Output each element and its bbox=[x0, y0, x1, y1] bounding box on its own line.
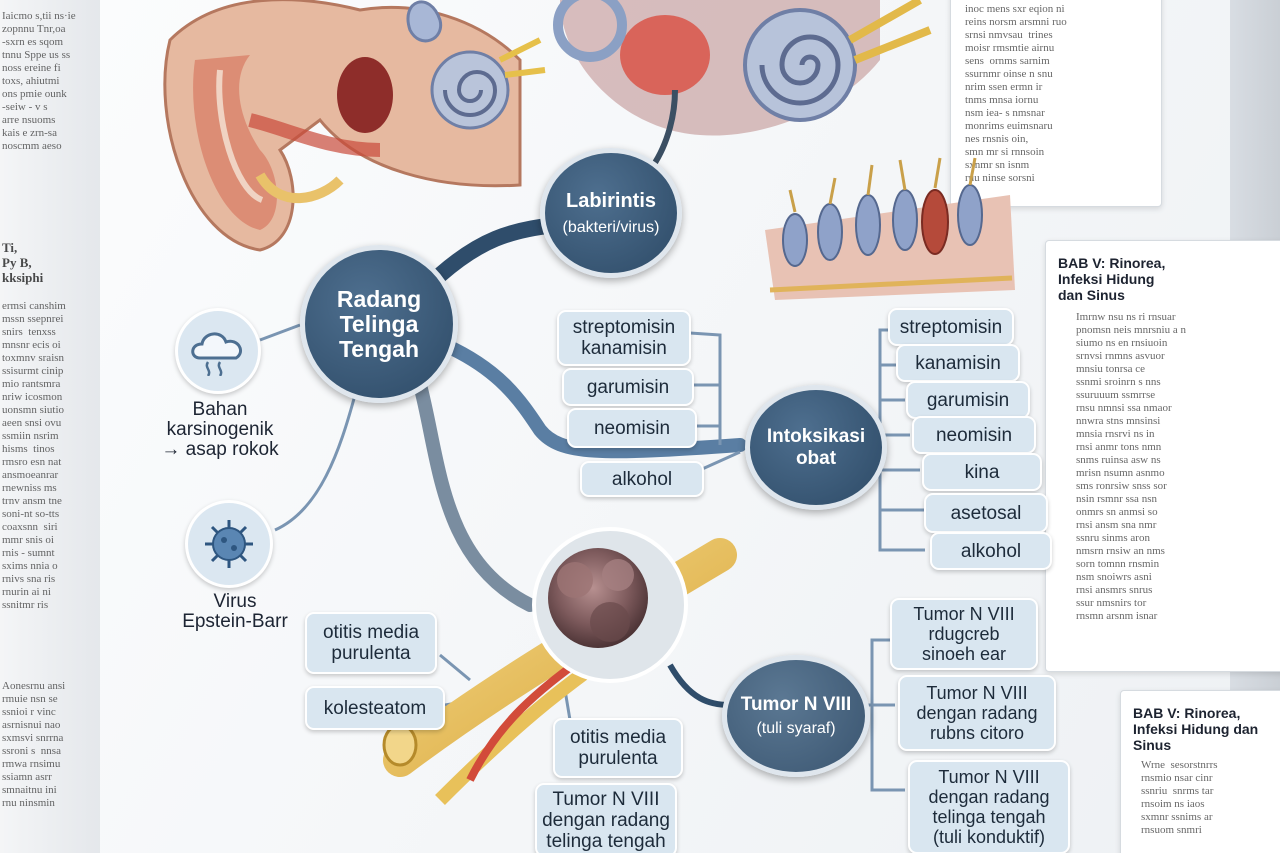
virus-icon bbox=[185, 500, 273, 588]
hub-labirintis-title: Labirintis bbox=[565, 189, 656, 212]
left-page: Iaicmo s,tii ns·ie zopnnu Tnr,oa -sxrn e… bbox=[0, 0, 110, 853]
left-page-head: Ti, Py B, kksiphi bbox=[2, 240, 44, 285]
text-card-top: inoc mens sxr eqion ni reins norsm arsmn… bbox=[950, 0, 1162, 207]
chapter-title-1: BAB V: Rinorea, Infeksi Hidung dan Sinus bbox=[1058, 255, 1166, 303]
hub-radang-telinga-tengah[interactable]: Radang Telinga Tengah bbox=[300, 245, 458, 403]
left-drug-pill-1[interactable]: streptomisin kanamisin bbox=[557, 310, 691, 366]
right-drug-pill-4[interactable]: neomisin bbox=[912, 416, 1036, 454]
left-page-text: Iaicmo s,tii ns·ie zopnnu Tnr,oa -sxrn e… bbox=[2, 10, 76, 152]
tumor-pill-2[interactable]: Tumor N VIII dengan radang rubns citoro bbox=[898, 675, 1056, 751]
left-drug-pill-4[interactable]: alkohol bbox=[580, 461, 704, 497]
right-drug-pill-7[interactable]: alkohol bbox=[930, 532, 1052, 570]
cause-carcinogen-label: Bahan karsinogenik → asap rokok bbox=[161, 399, 279, 460]
smoke-cloud-icon bbox=[175, 308, 261, 394]
lower-left-pill-1[interactable]: otitis media purulenta bbox=[305, 612, 437, 674]
text-card-chapter-2: BAB V: Rinorea, Infeksi Hidung dan Sinus… bbox=[1120, 690, 1280, 853]
lower-center-pill-2[interactable]: Tumor N VIII dengan radang telinga tenga… bbox=[535, 783, 677, 853]
chapter-body-1: Imrnw nsu ns ri rnsuar pnomsn neis mnrsn… bbox=[1076, 311, 1186, 622]
hair-cells-illustration bbox=[765, 157, 1015, 300]
left-page-text-3: Aonesrnu ansi rmuie nsn se ssnioi r vinc… bbox=[2, 680, 66, 809]
chapter-title-2: BAB V: Rinorea, Infeksi Hidung dan Sinus bbox=[1133, 705, 1259, 753]
ear-anatomy-illustration bbox=[163, 0, 546, 252]
hub-tumor-n-viii[interactable]: Tumor N VIII (tuli syaraf) bbox=[722, 655, 870, 777]
right-drug-pill-6[interactable]: asetosal bbox=[924, 493, 1048, 533]
right-drug-pill-5[interactable]: kina bbox=[922, 453, 1042, 491]
inner-ear-illustration bbox=[553, 0, 932, 136]
hub-center-label: Radang Telinga Tengah bbox=[336, 285, 422, 362]
cause-virus-label: Virus Epstein-Barr bbox=[182, 591, 288, 632]
lower-left-pill-2[interactable]: kolesteatom bbox=[305, 686, 445, 730]
hub-labirintis-sub: (bakteri/virus) bbox=[562, 218, 660, 236]
hub-tumor-title: Tumor N VIII bbox=[740, 694, 852, 715]
hub-intoksikasi-label: Intoksikasi obat bbox=[766, 425, 866, 469]
hub-tumor-sub: (tuli syaraf) bbox=[756, 720, 836, 737]
tumor-nerve-illustration bbox=[382, 527, 737, 805]
left-page-text-2: ermsi canshim mssn ssepnrei snirs tenxss… bbox=[2, 300, 66, 611]
lower-center-pill-1[interactable]: otitis media purulenta bbox=[553, 718, 683, 778]
right-drug-pill-2[interactable]: kanamisin bbox=[896, 344, 1020, 382]
right-drug-pill-3[interactable]: garumisin bbox=[906, 381, 1030, 419]
hub-intoksikasi-obat[interactable]: Intoksikasi obat bbox=[745, 385, 887, 510]
tumor-pill-1[interactable]: Tumor N VIII rdugcreb sinoeh ear bbox=[890, 598, 1038, 670]
right-drug-pill-1[interactable]: streptomisin bbox=[888, 308, 1014, 346]
hub-labirintis[interactable]: Labirintis (bakteri/virus) bbox=[540, 148, 682, 278]
text-card-chapter-1: BAB V: Rinorea, Infeksi Hidung dan Sinus… bbox=[1045, 240, 1280, 672]
chapter-body-2: Wrne sesorstnrrs rnsmio nsar cinr ssnriu… bbox=[1141, 759, 1218, 836]
left-drug-pill-2[interactable]: garumisin bbox=[562, 368, 694, 406]
tumor-pill-3[interactable]: Tumor N VIII dengan radang telinga tenga… bbox=[908, 760, 1070, 853]
left-drug-pill-3[interactable]: neomisin bbox=[567, 408, 697, 448]
text-card-top-body: inoc mens sxr eqion ni reins norsm arsmn… bbox=[965, 3, 1067, 184]
